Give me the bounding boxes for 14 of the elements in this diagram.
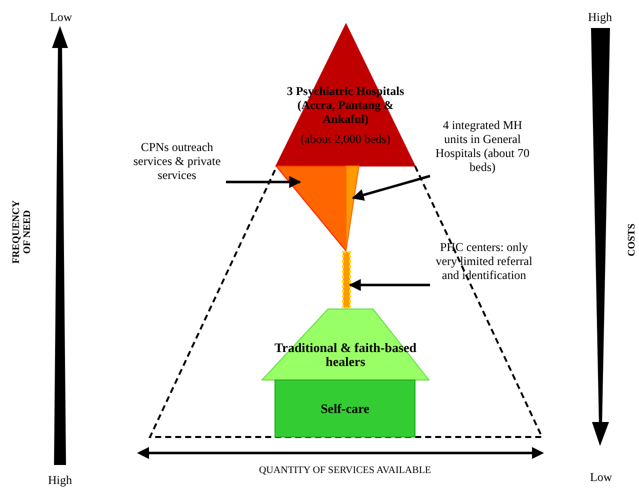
axis-label: High <box>48 473 72 488</box>
axis-label: High <box>588 10 612 25</box>
bed-count: (about 2,000 beds) <box>300 132 392 146</box>
arrow <box>348 279 430 291</box>
arrow <box>226 176 302 188</box>
axis-title: COSTS <box>626 224 638 256</box>
self-care-label: Self-care <box>320 402 370 416</box>
arrow <box>352 174 430 201</box>
annotation-text: CPNs outreach services & private services <box>128 140 226 182</box>
axis-title: FREQUENCY OF NEED <box>11 199 33 266</box>
axis-label: Low <box>590 470 612 485</box>
axis-title: QUANTITY OF SERVICES AVAILABLE <box>258 465 432 476</box>
annotation-text: 4 integrated MH units in General Hospitals (about 70 beds) <box>430 118 535 174</box>
axis-label: Low <box>50 10 72 25</box>
